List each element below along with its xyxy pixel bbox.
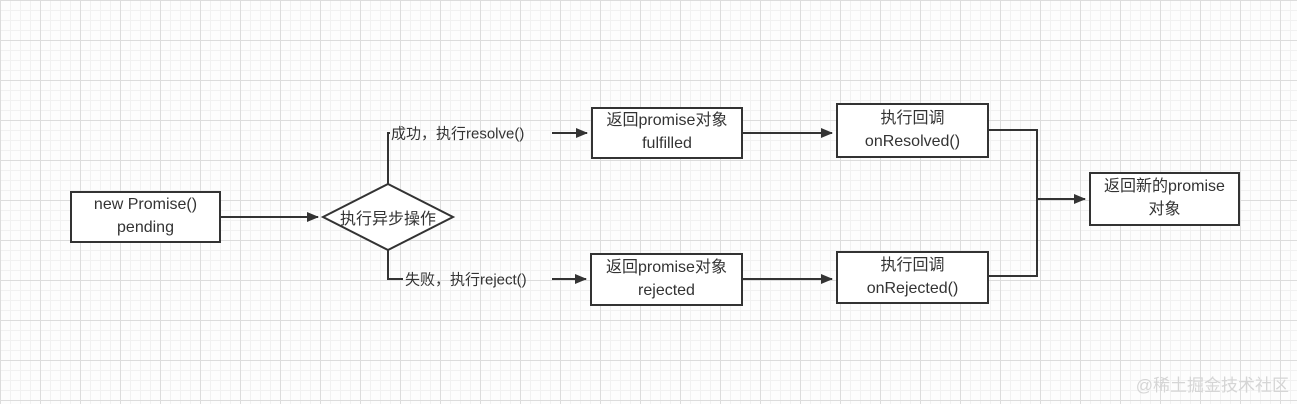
node-on-resolved: 执行回调 onResolved() [836,103,989,158]
node-on-rejected-line1: 执行回调 [880,256,945,274]
watermark: @稀土掘金技术社区 [1135,376,1289,395]
decision-diamond-shape [320,182,456,252]
node-rejected: 返回promise对象 rejected [590,253,743,306]
node-fulfilled: 返回promise对象 fulfilled [591,107,743,159]
node-on-resolved-line2: onResolved() [864,132,961,150]
decision-async-operation: 执行异步操作 [323,184,453,250]
connector-fail-elbow [387,250,403,280]
node-rejected-line2: rejected [638,281,695,299]
decision-async-operation-label: 执行异步操作 [339,211,436,228]
connector-success-elbow [387,132,390,184]
node-fulfilled-line1: 返回promise对象 [606,112,728,130]
node-new-promise: new Promise() pending [70,191,221,243]
node-on-rejected-line2: onRejected() [866,279,959,297]
node-on-rejected: 执行回调 onRejected() [836,251,989,304]
edge-label-fail: 失败，执行reject() [405,271,527,289]
node-new-promise-line1: new Promise() [93,196,198,214]
node-new-promise-result-line2: 对象 [1148,201,1181,218]
connector-merge-bracket [989,129,1038,277]
node-rejected-line1: 返回promise对象 [606,258,727,276]
node-new-promise-result-line1: 返回新的promise [1104,178,1225,196]
node-on-resolved-line1: 执行回调 [880,109,945,127]
edge-label-success: 成功，执行resolve() [391,125,525,143]
node-new-promise-result: 返回新的promise 对象 [1089,172,1240,226]
node-new-promise-line2: pending [117,219,174,236]
node-fulfilled-line2: fulfilled [642,135,692,152]
